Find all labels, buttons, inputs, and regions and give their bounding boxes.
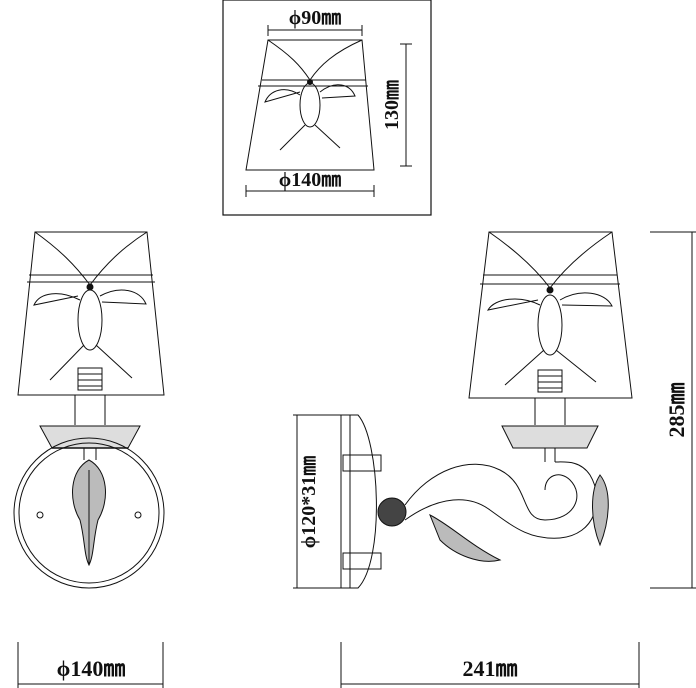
- projection-dimension-line: [340, 642, 640, 688]
- shade-detail: [245, 39, 375, 171]
- shade-bottom-diameter-label: ϕ140㎜: [279, 169, 341, 191]
- shade-top-diameter-label: ϕ90㎜: [289, 7, 341, 29]
- shade-bottom-dimension-line: [245, 185, 375, 197]
- projection-label: 241㎜: [462, 656, 517, 681]
- front-width-dimension-line: [17, 642, 164, 688]
- front-width-label: ϕ140㎜: [57, 656, 126, 681]
- shade-height-dimension-line: [400, 43, 412, 167]
- overall-height-label: 285㎜: [664, 382, 689, 437]
- backplate-dimension-line: [293, 414, 341, 589]
- shade-top-dimension-line: [267, 25, 363, 36]
- backplate-label: ϕ120*31㎜: [298, 456, 320, 548]
- shade-height-label: 130㎜: [381, 80, 403, 130]
- side-view-lamp: [340, 231, 633, 589]
- front-view-lamp: [13, 231, 165, 589]
- overall-height-dimension-line: [650, 231, 696, 589]
- shade-detail-frame: [222, 0, 432, 216]
